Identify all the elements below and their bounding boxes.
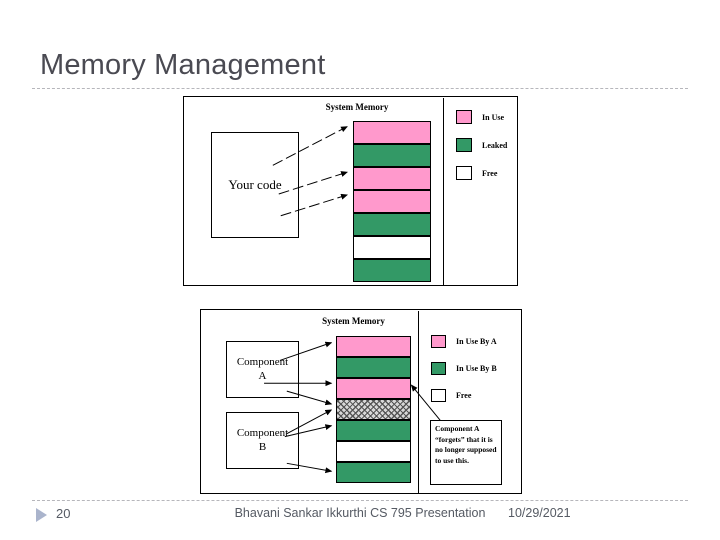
- footer-date: 10/29/2021: [508, 506, 571, 520]
- forgotten-memory-callout: Component A “forgets” that it is no long…: [430, 420, 502, 485]
- memory-block: [353, 259, 431, 282]
- memory-block-forgotten: [336, 399, 411, 420]
- system-memory-label: System Memory: [325, 102, 389, 112]
- legend-swatch-in-use-b: [431, 362, 446, 375]
- legend-label: In Use By B: [456, 364, 497, 373]
- legend-label: Leaked: [482, 140, 508, 150]
- footer-attribution: Bhavani Sankar Ikkurthi CS 795 Presentat…: [234, 506, 486, 520]
- legend-swatch-leaked: [456, 138, 472, 152]
- memory-leak-diagram: System Memory Your code In Use Leake: [183, 96, 518, 286]
- system-memory-label: System Memory: [322, 316, 385, 326]
- legend-swatch-free: [456, 166, 472, 180]
- memory-block: [353, 213, 431, 236]
- memory-block: [336, 336, 411, 357]
- memory-block: [353, 167, 431, 190]
- legend-label: Free: [456, 391, 472, 400]
- memory-block: [336, 462, 411, 483]
- memory-block: [336, 357, 411, 378]
- memory-stack: [353, 121, 431, 282]
- play-triangle-icon: [36, 508, 47, 522]
- page-title: Memory Management: [40, 49, 326, 81]
- memory-stack: [336, 336, 411, 483]
- legend-swatch-in-use: [456, 110, 472, 124]
- legend-item-in-use-b: In Use By B: [431, 362, 497, 375]
- component-a-box: Component A: [226, 341, 299, 398]
- legend-label: Free: [482, 168, 498, 178]
- legend-item-in-use: In Use: [456, 110, 504, 124]
- memory-block: [353, 236, 431, 259]
- slide-number: 20: [56, 506, 71, 521]
- title-divider: [32, 88, 688, 89]
- legend-item-free: Free: [431, 389, 471, 402]
- memory-block: [336, 420, 411, 441]
- legend: In Use By A In Use By B Free: [431, 335, 511, 415]
- legend: In Use Leaked Free: [456, 110, 516, 200]
- legend-item-free: Free: [456, 166, 497, 180]
- component-b-box: Component B: [226, 412, 299, 469]
- legend-item-in-use-a: In Use By A: [431, 335, 497, 348]
- component-a-label: Component A: [236, 355, 289, 382]
- memory-block: [353, 121, 431, 144]
- memory-block: [353, 190, 431, 213]
- legend-divider: [418, 311, 419, 494]
- footer-divider: [32, 500, 688, 501]
- legend-item-leaked: Leaked: [456, 138, 507, 152]
- memory-block: [353, 144, 431, 167]
- your-code-box: Your code: [211, 132, 299, 238]
- component-b-label: Component B: [236, 426, 289, 453]
- legend-label: In Use By A: [456, 337, 497, 346]
- legend-divider: [443, 98, 444, 286]
- legend-label: In Use: [482, 112, 505, 122]
- memory-block: [336, 378, 411, 399]
- component-memory-diagram: System Memory Component A Component B: [200, 309, 522, 494]
- legend-swatch-in-use-a: [431, 335, 446, 348]
- memory-block: [336, 441, 411, 462]
- legend-swatch-free: [431, 389, 446, 402]
